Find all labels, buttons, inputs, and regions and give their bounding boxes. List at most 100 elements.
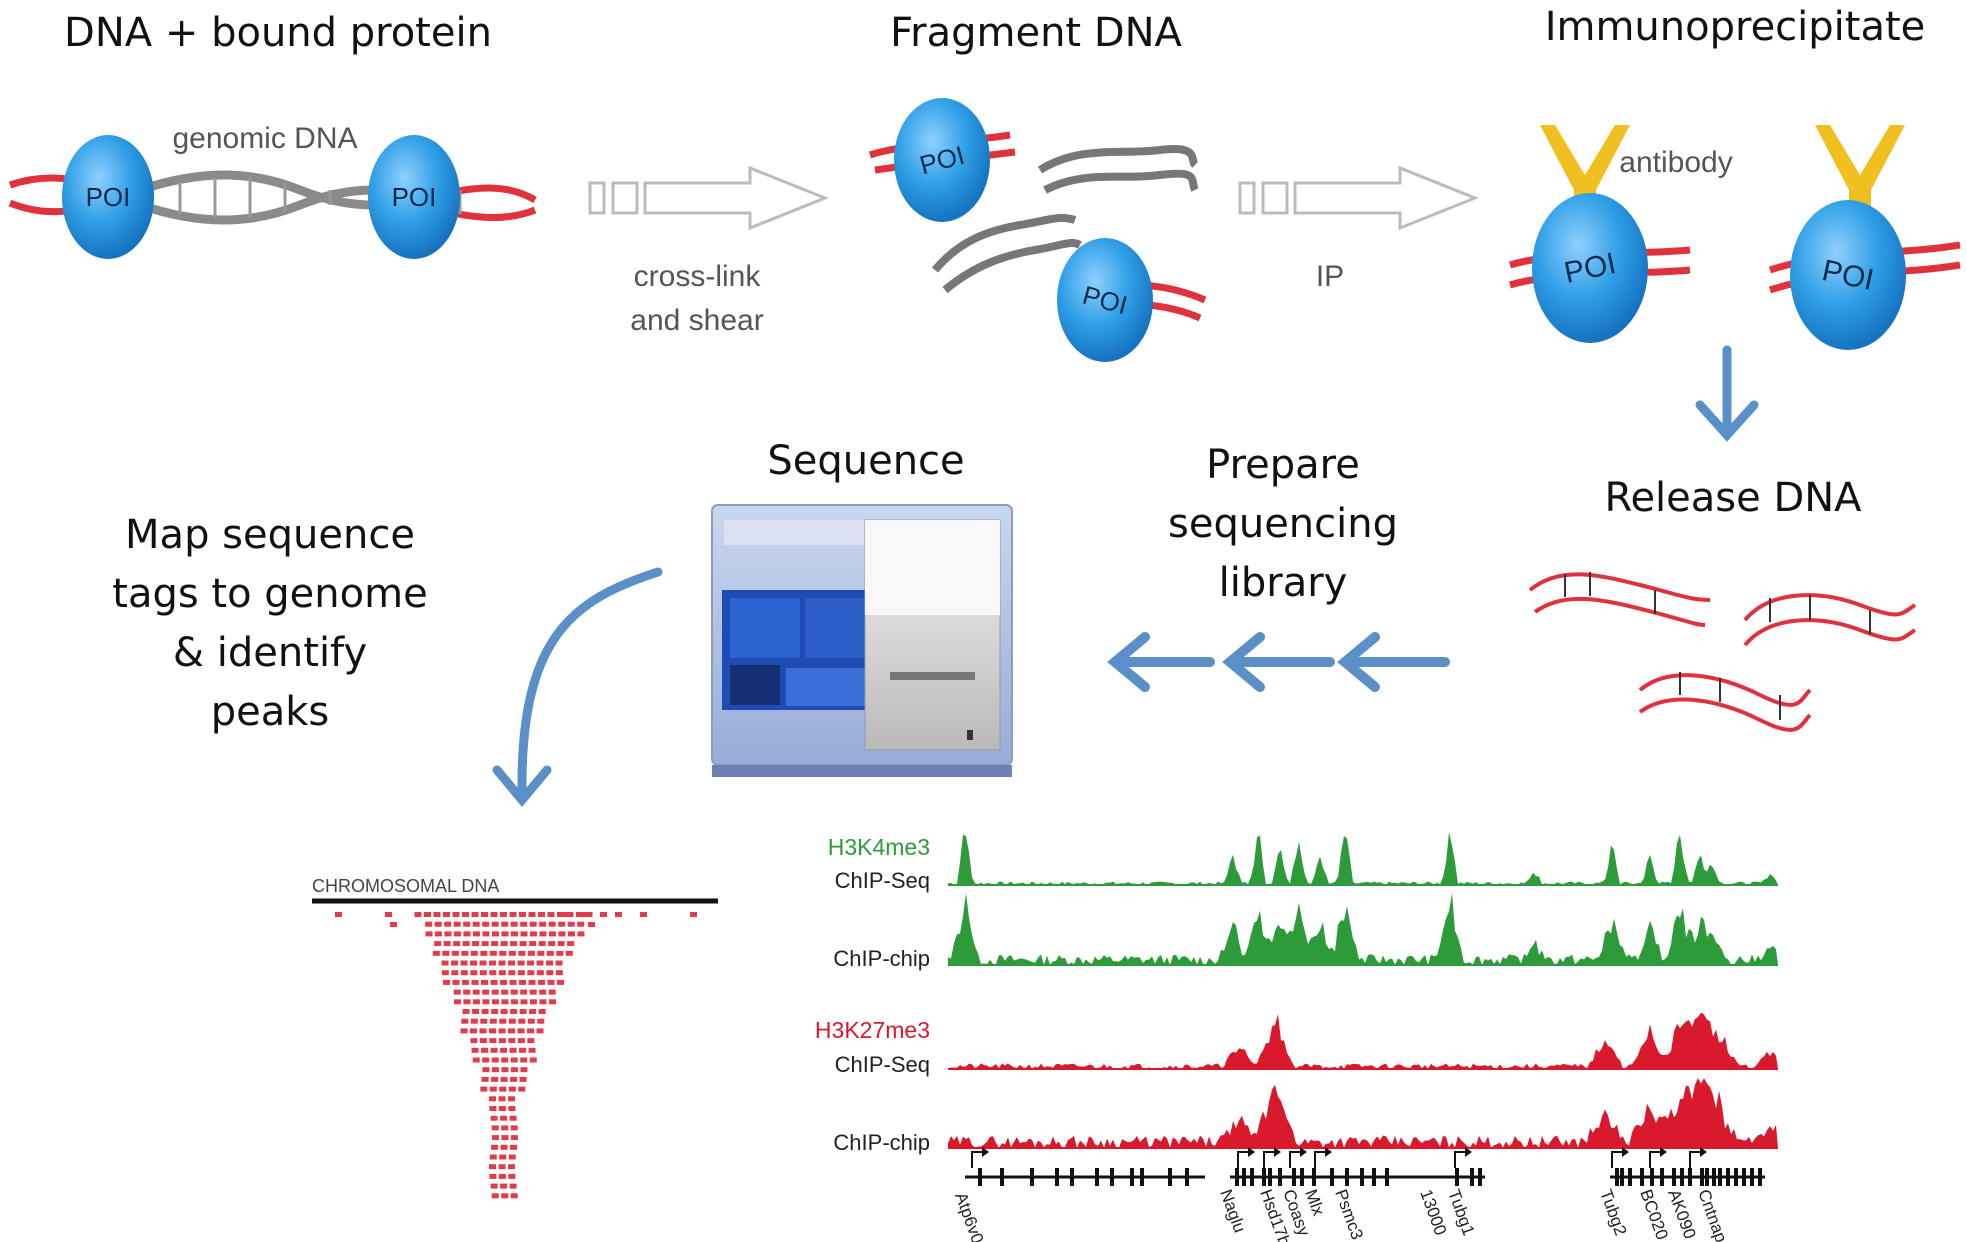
sequence-tag [509,1183,517,1189]
sequence-tag [498,1096,506,1102]
sequence-tag [453,941,461,947]
sequence-tag [482,921,490,927]
gene-label: Naglu [1216,1187,1249,1235]
sequence-tag [520,931,528,937]
sequence-tag [555,970,563,976]
sequence-tag [519,1076,527,1082]
sequence-tag [470,1028,478,1034]
exon [1268,1168,1272,1186]
poi-label: POI [392,182,437,212]
sequence-tag [472,921,480,927]
exon [1385,1168,1389,1186]
sequence-tag [491,1076,499,1082]
sequence-tags [335,912,697,1199]
exon [1660,1168,1664,1186]
sequence-tag [546,950,554,956]
sequence-tag [508,960,516,966]
sequence-tag [510,931,518,937]
sequence-tag [558,921,566,927]
track-method-label: ChIP-chip [833,946,930,971]
sequence-tag [490,1115,498,1121]
svg-text:peaks: peaks [211,689,330,735]
chromosomal-dna-label: CHROMOSOMAL DNA [312,876,499,896]
sequence-tag [480,1018,488,1024]
sequence-tag [537,950,545,956]
sequence-tag [508,970,516,976]
sequence-tag [491,921,499,927]
exon [1140,1168,1144,1186]
sequence-tag [519,941,527,947]
sequence-tag [470,960,478,966]
signal-tracks [948,832,1778,1149]
sequence-tag [501,1057,509,1063]
sequence-tag [461,1018,469,1024]
sequence-tag [508,1106,516,1111]
sequence-tag [537,1018,545,1024]
dna-rungs [178,178,462,218]
sequence-tag [498,1106,506,1111]
exon [1700,1168,1704,1186]
sequence-tag [508,950,516,956]
sequence-tag [539,931,547,937]
sequence-tag [518,1086,526,1092]
sequence-tag [517,960,525,966]
dna-fragment-gray [931,145,1199,294]
outline-arrow-ip [1238,165,1480,231]
sequence-tag [577,921,585,927]
sequence-tag [444,921,452,927]
sequence-tag [500,1115,508,1121]
sequence-tag [444,931,452,937]
step-title-prepare-library: Prepare sequencing library [1168,442,1398,606]
svg-text:& identify: & identify [173,630,367,676]
sequence-tag [498,1164,506,1170]
exon [1680,1168,1684,1186]
sequence-tag [510,1193,518,1199]
sequence-tag [508,1173,516,1179]
sequence-tag [491,1057,499,1063]
sequence-tag [510,989,518,995]
sequence-tag [510,941,518,947]
exon [1242,1168,1246,1186]
track-method-label: ChIP-chip [833,1130,930,1155]
sequence-tag [517,970,525,976]
exon [1620,1168,1624,1186]
sequence-tag [510,921,518,927]
sequence-tag [441,970,449,976]
sequence-tag [434,941,442,947]
sequence-tag [527,950,535,956]
gene-labels: Atp6v0a Naglu Hsd17b Coasy Mlx Psmc3 130… [951,1187,1731,1242]
sequence-tag [479,970,487,976]
sequence-tag [443,941,451,947]
sequence-tag [538,941,546,947]
sequence-tag [519,1009,527,1014]
sequence-tag [510,1057,518,1063]
sequence-tag [518,1018,526,1024]
genomic-dna-label: genomic DNA [172,122,357,155]
sequence-tag [498,960,506,966]
sequence-tag [470,970,478,976]
sequence-tag [499,1086,507,1092]
sequence-tag [482,931,490,937]
sequence-tag [489,950,497,956]
sequence-tag [452,979,460,985]
sequence-tag [520,989,528,995]
sequence-tag [462,941,470,947]
sequence-tag [546,970,554,976]
tag-pileup-panel: CHROMOSOMAL DNA [312,876,718,1199]
sequence-tag [472,999,480,1005]
sequence-tag [539,999,547,1005]
sequence-tag [472,1057,480,1063]
sequence-tag [479,1038,487,1044]
sequence-tag [501,1067,509,1073]
sequence-tag [548,989,556,995]
exon [1300,1168,1304,1186]
sequence-tag [500,912,507,917]
exon [1615,1168,1619,1186]
sequence-tag [529,999,537,1005]
sequence-tag [441,960,449,966]
sequence-tag [491,1067,499,1073]
exon [1030,1168,1034,1186]
sequence-tag [527,1038,535,1044]
sequence-tag [442,950,450,956]
sequence-tag [472,1009,480,1014]
